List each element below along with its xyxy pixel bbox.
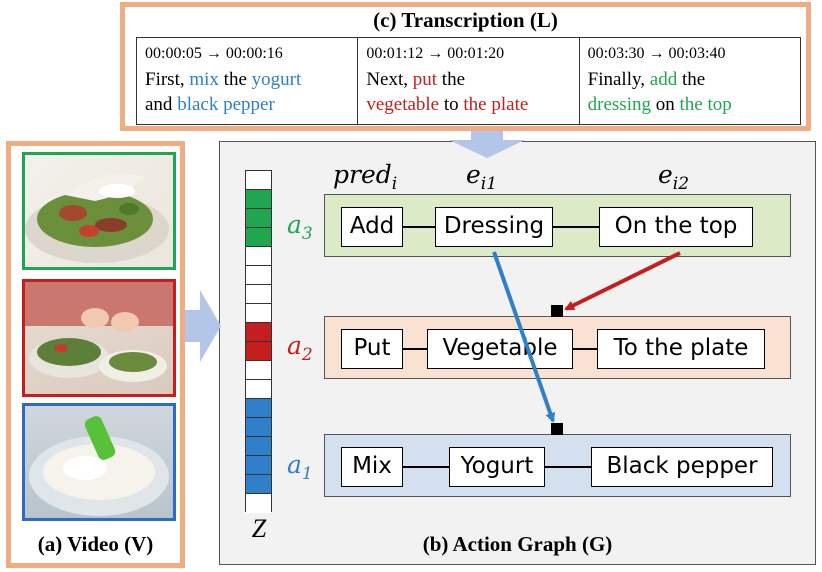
video-frame [6, 141, 185, 568]
transcript-word: Finally, [587, 69, 650, 90]
transcript-word: vegetable [366, 94, 440, 115]
transcription-cell: 00:03:30 → 00:03:40 Finally, add the dre… [580, 38, 800, 124]
transcript-line: Finally, add the [588, 67, 792, 92]
z-cell [246, 418, 271, 437]
z-cell [246, 323, 271, 342]
node-predicate: Add [341, 207, 403, 247]
edge-anchor-a2 [551, 305, 563, 317]
z-cell [246, 494, 271, 513]
transcript-line: and black pepper [145, 92, 349, 117]
e1-header: ei1 [466, 160, 498, 194]
transcript-word: add [649, 69, 678, 90]
z-cell [246, 209, 271, 228]
transcript-line: vegetable to the plate [366, 92, 570, 117]
node-entity-1: Dressing [435, 207, 553, 247]
z-cell [246, 380, 271, 399]
z-cell [246, 342, 271, 361]
transcription-title-text: (c) Transcription (L) [373, 8, 558, 32]
node-predicate: Put [341, 329, 403, 369]
video-frame-vegetable-image [22, 279, 176, 397]
timestamp: 00:03:30 → 00:03:40 [587, 45, 726, 62]
node-entity-2: To the plate [597, 329, 765, 369]
video-to-graph-arrow [185, 290, 221, 362]
timestamp: 00:01:12 → 00:01:20 [366, 45, 505, 62]
transcript-word: the top [679, 94, 732, 115]
transcript-word: dressing [587, 94, 651, 115]
z-strip [245, 170, 272, 513]
z-cell [246, 437, 271, 456]
transcript-word: yogurt [251, 69, 302, 90]
node-entity-2: Black pepper [591, 447, 773, 487]
action-label-a2: a2 [287, 331, 313, 365]
z-cell [246, 247, 271, 266]
edge-a3-to-a1 [492, 251, 556, 423]
z-cell [246, 399, 271, 418]
z-cell [246, 266, 271, 285]
node-entity-1: Yogurt [449, 447, 545, 487]
graph-caption: (b) Action Graph (G) [219, 532, 816, 557]
node-entity-2: On the top [599, 207, 753, 247]
edge-anchor-a1 [551, 423, 563, 435]
pred-header: predi [333, 160, 398, 194]
z-cell [246, 228, 271, 247]
action-label-a3: a3 [287, 210, 313, 244]
transcript-line: Next, put the [366, 67, 570, 92]
transcription-title: (c) Transcription (L) [120, 8, 811, 33]
z-cell [246, 304, 271, 323]
transcription-frame [120, 2, 811, 131]
z-cell [246, 361, 271, 380]
transcription-table: 00:00:05 → 00:00:16 First, mix the yogur… [136, 37, 801, 125]
action-label-a1: a1 [287, 450, 313, 484]
z-label-text: Z [251, 514, 267, 543]
transcript-word: the plate [463, 94, 529, 115]
transcript-word: First, [145, 69, 190, 90]
action-row-a3: Add Dressing On the top [324, 194, 791, 257]
e2-header: ei2 [658, 160, 690, 194]
video-caption-text: (a) Video (V) [37, 532, 154, 556]
node-entity-1: Vegetable [427, 329, 573, 369]
transcript-word: put [412, 69, 438, 90]
z-cell [246, 285, 271, 304]
node-predicate: Mix [341, 447, 403, 487]
video-frame-salad-image [22, 152, 176, 270]
transcript-word: to [439, 94, 464, 115]
z-cell [246, 190, 271, 209]
edge-a3-to-a2 [564, 251, 681, 311]
z-cell [246, 475, 271, 494]
transcript-word: the [437, 69, 466, 90]
transcript-word: black pepper [177, 94, 275, 115]
z-cell [246, 171, 271, 190]
z-label: Z [244, 514, 274, 544]
transcript-word: and [145, 94, 178, 115]
transcript-word: the [677, 69, 706, 90]
transcription-to-graph-arrow [449, 131, 525, 158]
transcript-line: dressing on the top [588, 92, 792, 117]
video-caption: (a) Video (V) [6, 532, 185, 557]
transcript-word: Next, [366, 69, 413, 90]
transcription-cell: 00:01:12 → 00:01:20 Next, put the vegeta… [358, 38, 580, 124]
transcription-cell: 00:00:05 → 00:00:16 First, mix the yogur… [137, 38, 359, 124]
transcript-word: on [650, 94, 680, 115]
transcript-word: the [218, 69, 252, 90]
z-cell [246, 456, 271, 475]
graph-caption-text: (b) Action Graph (G) [422, 532, 613, 556]
transcript-word: mix [189, 69, 219, 90]
transcript-line: First, mix the yogurt [145, 67, 349, 92]
timestamp: 00:00:05 → 00:00:16 [145, 45, 283, 62]
video-frame-yogurt-image [22, 403, 176, 521]
action-row-a1: Mix Yogurt Black pepper [324, 434, 791, 497]
